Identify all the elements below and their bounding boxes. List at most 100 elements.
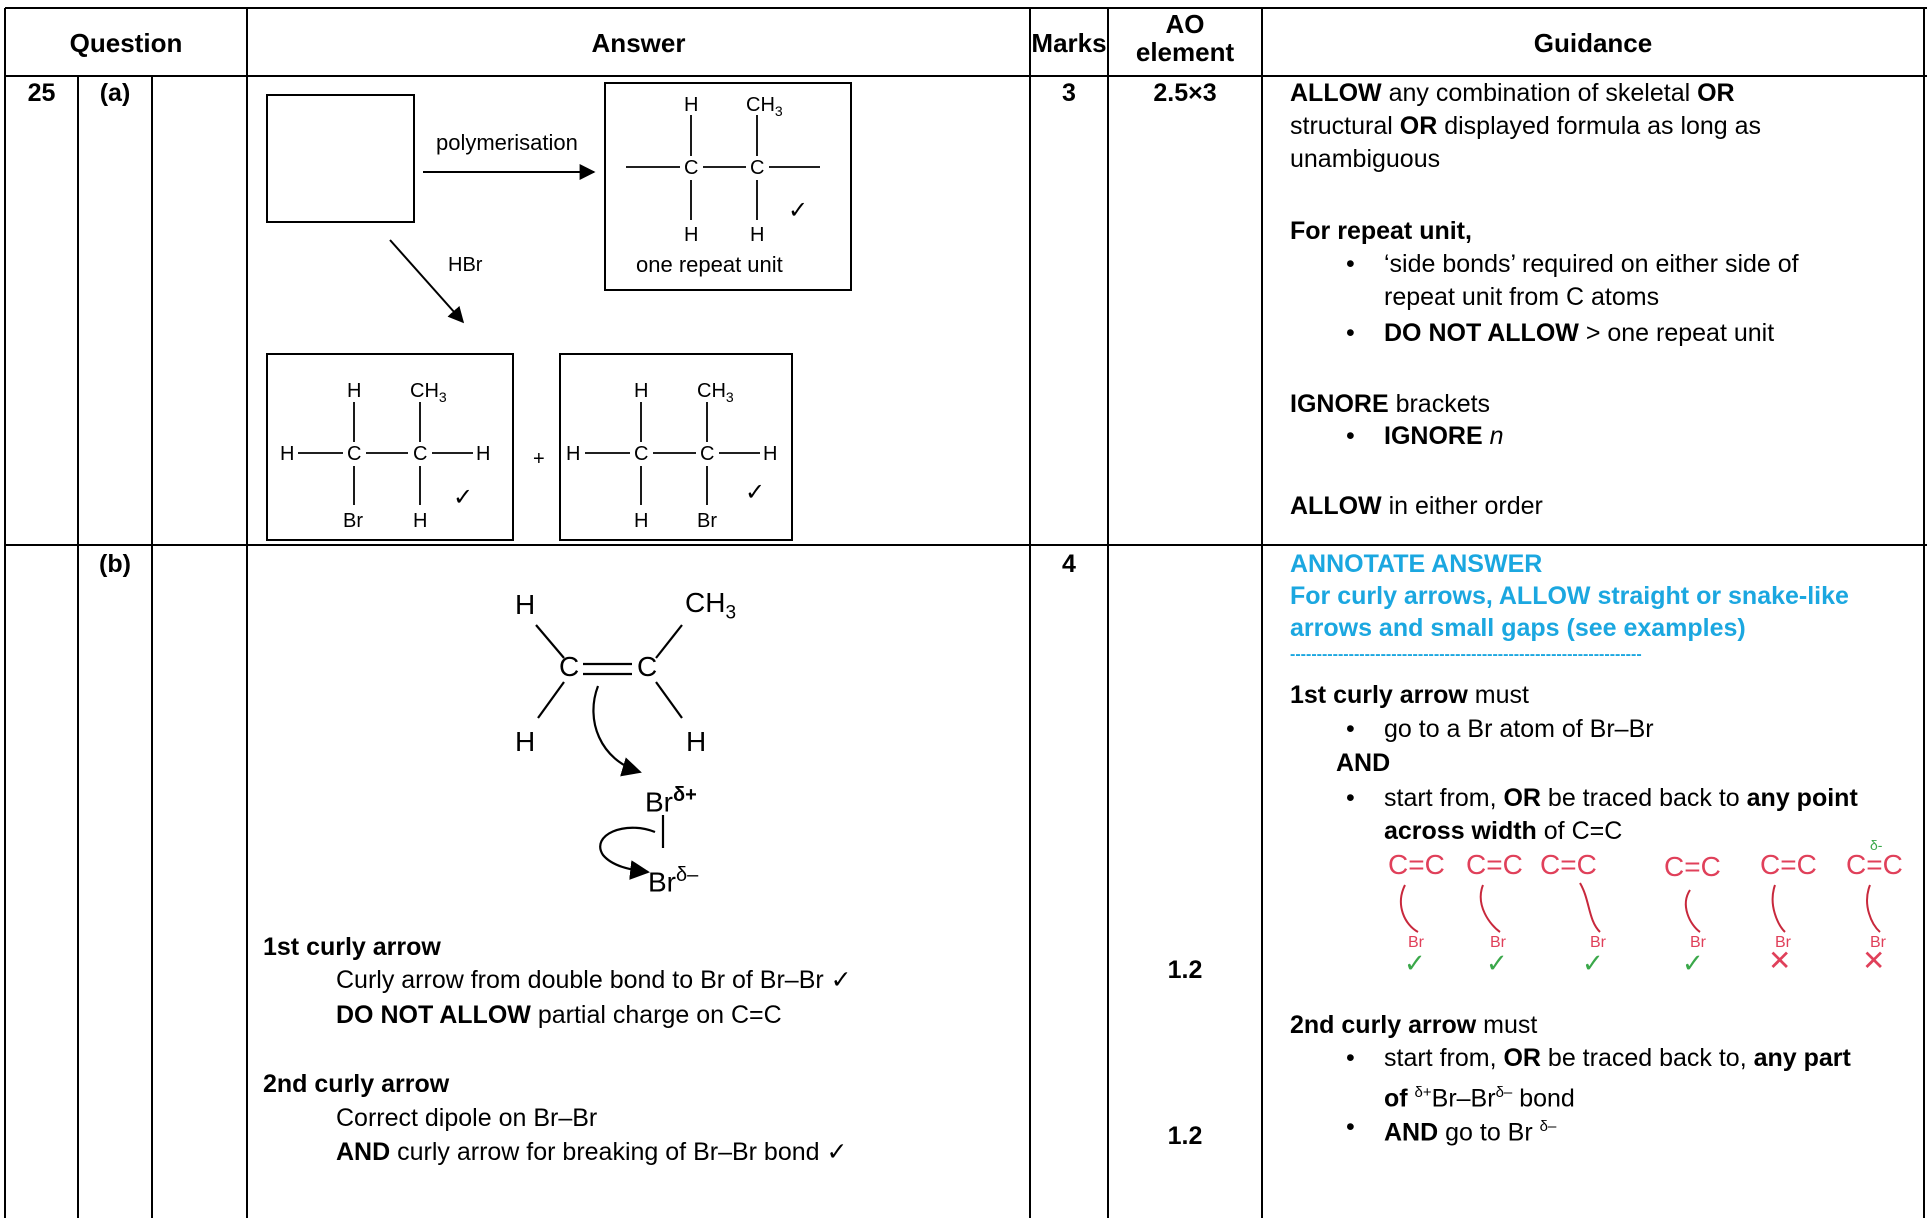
header-answer: Answer	[591, 28, 686, 58]
atom: H	[347, 380, 362, 402]
part-a: (a)	[99, 79, 131, 107]
atom: C	[700, 443, 715, 465]
header-guidance: Guidance	[1533, 28, 1653, 58]
atom-ch3: CH3	[746, 94, 783, 119]
guidance-bullet-cont: across width of C=C	[1384, 817, 1623, 845]
hand-cc: C=C	[1664, 851, 1721, 882]
cyan-guidance-line2: arrows and small gaps (see examples)	[1290, 614, 1746, 642]
hand-cc: C=C	[1846, 849, 1903, 880]
guidance-bullet: go to a Br atom of Br–Br	[1346, 714, 1654, 744]
atom: H	[280, 443, 295, 465]
curly-arrow-2	[599, 826, 656, 880]
second-arrow-must: 2nd curly arrow must	[1290, 1011, 1538, 1039]
check-icon: ✓	[1682, 948, 1704, 978]
plus-sign: +	[533, 448, 545, 470]
mech-atom: C	[637, 651, 658, 682]
mech-br-minus: Brδ–	[648, 864, 699, 898]
hbr-arrow	[389, 239, 465, 324]
atom: H	[634, 510, 649, 532]
mech-atom: H	[515, 589, 536, 620]
atom: H	[684, 94, 699, 116]
product-box-2	[559, 353, 793, 541]
atom: C	[347, 443, 362, 465]
guidance-bullet: ‘side bonds’ required on either side of	[1346, 249, 1799, 279]
header-question: Question	[69, 28, 183, 58]
mech-atom: H	[515, 726, 536, 757]
hand-br: Br	[1775, 934, 1791, 951]
atom: C	[684, 157, 699, 179]
guidance-bullet: start from, OR be traced back to any poi…	[1346, 783, 1858, 813]
cross-icon: ✕	[1768, 945, 1792, 976]
arrow2-heading: 2nd curly arrow	[263, 1070, 450, 1098]
atom: C	[750, 157, 765, 179]
header-ao: AO element	[1108, 10, 1262, 66]
polymerisation-label: polymerisation	[436, 130, 578, 155]
atom: H	[684, 224, 699, 246]
hand-cc: C=C	[1540, 849, 1597, 880]
header-ao-line2: element	[1135, 37, 1235, 67]
arrow2-line2: AND curly arrow for breaking of Br–Br bo…	[336, 1138, 848, 1166]
arrow1-line2: DO NOT ALLOW partial charge on C=C	[336, 1001, 782, 1029]
hand-br: Br	[1590, 934, 1606, 951]
atom: H	[634, 380, 649, 402]
question-number: 25	[27, 79, 56, 107]
tick-mark: ✓	[453, 484, 474, 511]
check-icon: ✓	[1486, 948, 1508, 978]
guidance-bullet: IGNORE n	[1346, 421, 1504, 451]
atom: H	[763, 443, 778, 465]
part-b: (b)	[99, 550, 131, 578]
tick-mark: ✓	[788, 197, 809, 224]
dashed-separator: ----------------------------------------…	[1290, 646, 1642, 663]
marks-a: 3	[1062, 79, 1076, 107]
atom: C	[413, 443, 428, 465]
curly-arrow-1	[592, 685, 642, 777]
arrow1-heading: 1st curly arrow	[263, 933, 441, 961]
guidance-bullet-cont: of δ+Br–Brδ– bond	[1384, 1084, 1575, 1113]
atom: H	[750, 224, 765, 246]
check-icon: ✓	[1404, 948, 1426, 978]
ao-b1: 1.2	[1167, 956, 1203, 984]
guidance-bullet-cont: repeat unit from C atoms	[1384, 283, 1660, 311]
hand-cc: C=C	[1388, 849, 1445, 880]
product-box-1	[266, 353, 514, 541]
header-ao-line1: AO	[1165, 9, 1205, 39]
tick-mark: ✓	[745, 479, 766, 506]
atom: Br	[343, 510, 363, 532]
guidance-a-line1: ALLOW any combination of skeletal OR	[1290, 79, 1735, 107]
mech-br-plus: Brδ+	[645, 784, 697, 818]
hand-br: Br	[1408, 934, 1424, 951]
check-icon: ✓	[1582, 948, 1604, 978]
mech-atom: C	[559, 651, 580, 682]
atom: Br	[697, 510, 717, 532]
atom: H	[566, 443, 581, 465]
mech-ch3: CH3	[685, 587, 737, 624]
mech-atom: H	[686, 726, 707, 757]
atom: H	[476, 443, 491, 465]
arrow2-line1: Correct dipole on Br–Br	[336, 1104, 598, 1132]
first-arrow-must: 1st curly arrow must	[1290, 681, 1529, 709]
guidance-bullet: AND go to Br δ–	[1346, 1112, 1556, 1147]
allow-either-order: ALLOW in either order	[1290, 492, 1543, 520]
ao-a: 2.5×3	[1153, 79, 1217, 107]
ao-b2: 1.2	[1167, 1122, 1203, 1150]
header-marks: Marks	[1031, 28, 1107, 58]
cross-icon: ✕	[1862, 945, 1886, 976]
guidance-a-line3: unambiguous	[1290, 145, 1441, 173]
guidance-bullet: DO NOT ALLOW > one repeat unit	[1346, 318, 1774, 348]
atom: C	[634, 443, 649, 465]
repeat-unit-box	[604, 82, 852, 291]
cyan-guidance-line1: For curly arrows, ALLOW straight or snak…	[1290, 582, 1849, 610]
ignore-brackets: IGNORE brackets	[1290, 390, 1491, 418]
annotate-answer: ANNOTATE ANSWER	[1290, 550, 1543, 578]
empty-reactant-box	[266, 94, 415, 223]
hand-br: Br	[1490, 934, 1506, 951]
marks-b: 4	[1062, 550, 1076, 578]
arrow1-line1: Curly arrow from double bond to Br of Br…	[336, 966, 852, 994]
repeat-unit-label: one repeat unit	[636, 252, 783, 277]
atom-ch3: CH3	[697, 380, 734, 405]
hand-br: Br	[1870, 934, 1886, 951]
